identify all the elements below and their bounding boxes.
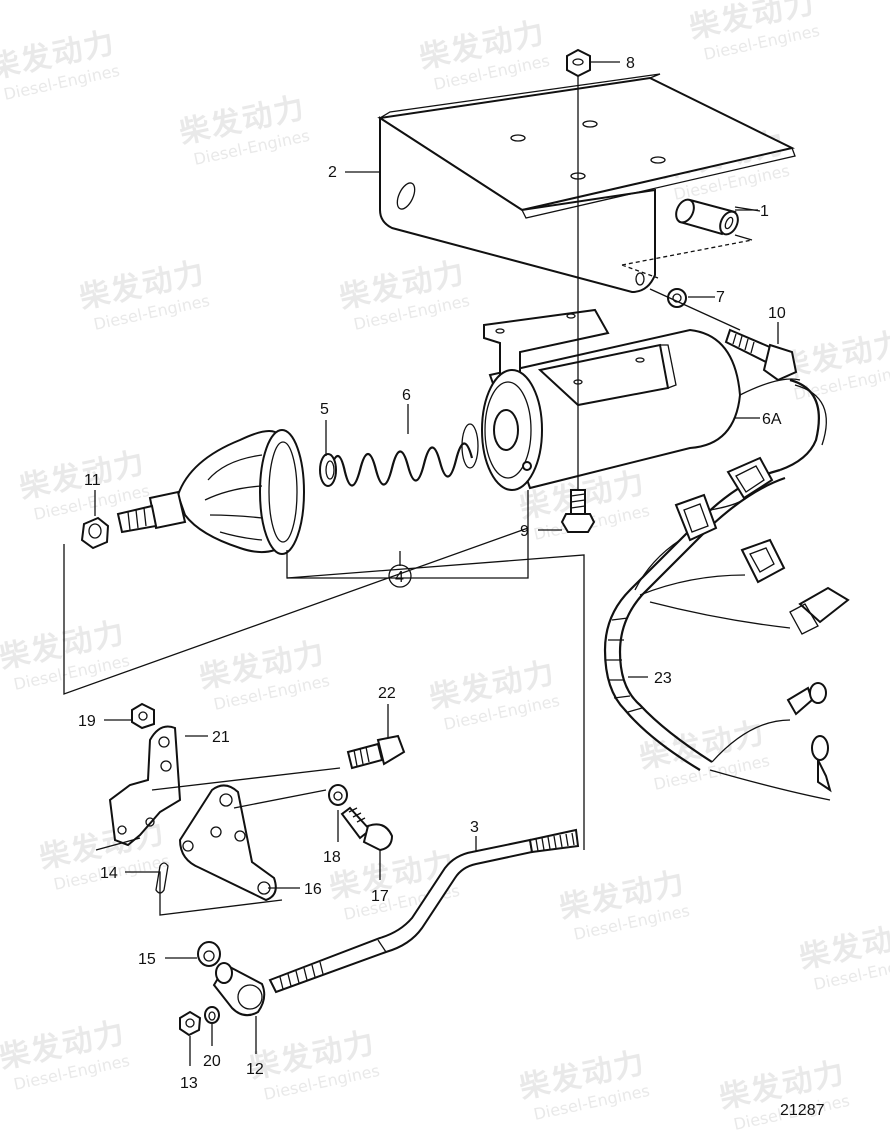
solenoid-6a [481, 308, 801, 491]
callout-17: 17 [371, 888, 389, 905]
drawing-number: 21287 [780, 1102, 825, 1119]
lever-21 [108, 725, 182, 847]
nut-11 [80, 516, 110, 550]
bolt-9 [560, 489, 596, 533]
spacer-sleeve [675, 198, 739, 236]
callout-16: 16 [304, 881, 322, 898]
ball-joint-12 [212, 962, 266, 1017]
washer-5 [319, 453, 337, 487]
callout-22: 22 [378, 685, 396, 702]
wiring-harness-23 [603, 456, 850, 801]
bolt-22 [346, 734, 406, 770]
callout-15: 15 [138, 951, 156, 968]
nut-8 [566, 48, 591, 78]
callout-23: 23 [654, 670, 672, 687]
callout-labels: 8 2 1 7 10 5 6 6A 11 9 4 23 22 19 21 3 1… [78, 55, 825, 1119]
callout-10: 10 [768, 305, 786, 322]
control-rod-3 [268, 828, 580, 994]
spring-6 [328, 423, 479, 487]
bracket-plate [377, 73, 796, 294]
callout-6: 6 [402, 387, 411, 404]
callout-13: 13 [180, 1075, 198, 1092]
nut-13 [179, 1010, 202, 1037]
callout-20: 20 [203, 1053, 221, 1070]
clip-14 [155, 862, 169, 894]
callout-2: 2 [328, 164, 337, 181]
washer-7 [667, 288, 687, 308]
nut-19 [131, 702, 155, 730]
callout-21: 21 [212, 729, 230, 746]
callout-18: 18 [323, 849, 341, 866]
callout-19: 19 [78, 713, 96, 730]
callout-6a: 6A [762, 411, 782, 428]
callout-4-circle [388, 564, 412, 588]
callout-7: 7 [716, 289, 725, 306]
callout-11: 11 [84, 472, 101, 489]
leader-lines [63, 171, 779, 1066]
callout-4: 4 [395, 569, 404, 586]
washer-20 [204, 1006, 220, 1024]
callout-14: 14 [100, 865, 118, 882]
washer-15 [197, 941, 221, 967]
washer-18 [328, 784, 348, 806]
callout-12: 12 [246, 1061, 264, 1078]
bolt-17 [340, 806, 394, 852]
callout-9: 9 [520, 523, 529, 540]
callout-1: 1 [760, 203, 769, 220]
callout-3: 3 [470, 819, 479, 836]
callout-5: 5 [320, 401, 329, 418]
rubber-boot [116, 429, 305, 555]
callout-8: 8 [626, 55, 635, 72]
bolt-10 [724, 328, 798, 382]
plate-16 [178, 784, 277, 902]
